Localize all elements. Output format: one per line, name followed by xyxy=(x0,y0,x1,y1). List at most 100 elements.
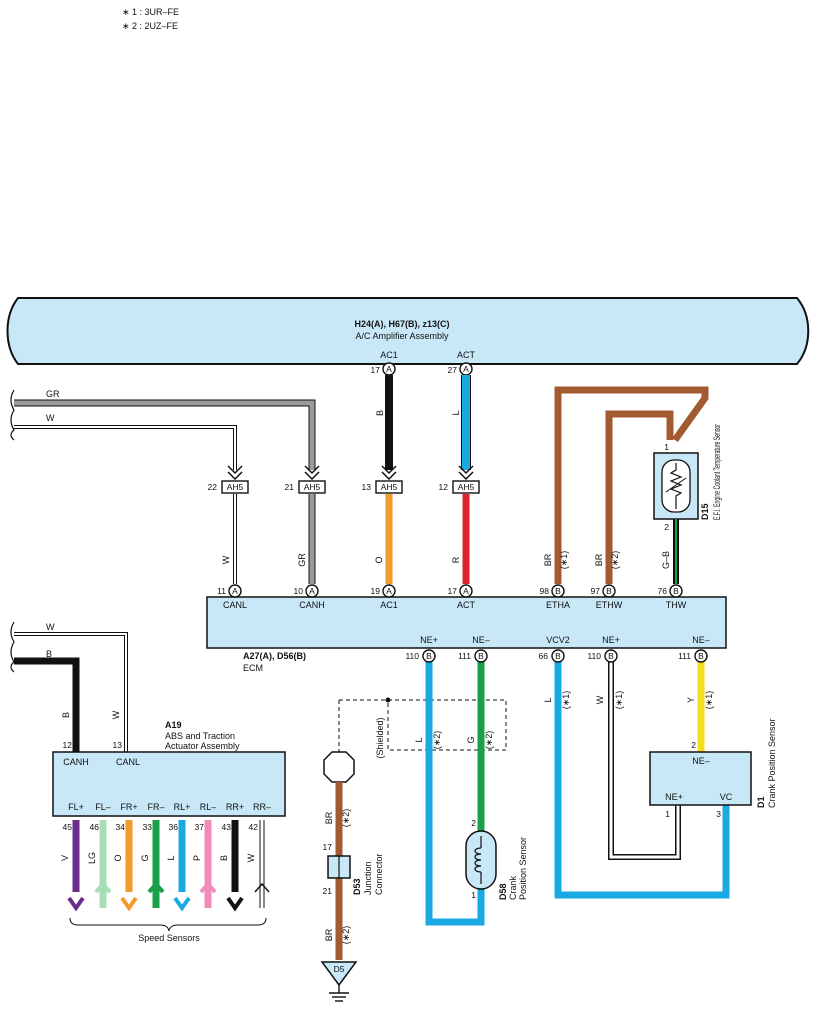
ac1-ecm-wire-color: O xyxy=(374,556,384,563)
svg-text:B: B xyxy=(608,651,614,661)
arrow-up-icon xyxy=(147,880,165,894)
abs-pin-number: 42 xyxy=(249,822,259,832)
ecm-bottom-pin-4: B 110 xyxy=(587,649,618,663)
d58-crank-sensor xyxy=(465,830,497,890)
ecm-bottom-pin-3: B 66 xyxy=(539,649,565,663)
ecm-code: A27(A), D56(B) xyxy=(243,651,306,661)
svg-text:17: 17 xyxy=(448,586,458,596)
ne-plus-w-note: (∗1) xyxy=(614,691,624,710)
act-wire-color: L xyxy=(451,410,461,415)
ecm-bottom-pin-1: B 110 xyxy=(405,649,436,663)
ne-minus-y-note: (∗1) xyxy=(704,691,714,710)
svg-text:CANL: CANL xyxy=(223,600,247,610)
abs-sig-label: FR+ xyxy=(120,802,137,812)
ne-minus-y-wire-color: Y xyxy=(686,697,696,703)
ah5-connector-1: AH5 22 xyxy=(208,480,249,494)
ecm-top-pin-etha: B 98 ETHA xyxy=(540,584,570,610)
svg-text:A: A xyxy=(386,586,392,596)
abs-sig-label: FR– xyxy=(147,802,164,812)
vcv2-note: (∗1) xyxy=(561,691,571,710)
d15-pin2: 2 xyxy=(664,522,669,532)
d1-sig-right: VC xyxy=(720,792,733,802)
ecm-top-pin-canl: A 11 CANL xyxy=(217,584,247,610)
svg-text:76: 76 xyxy=(658,586,668,596)
abs-wire-color-label: L xyxy=(166,855,176,860)
wire-label-gr: GR xyxy=(46,389,60,399)
ecm-bot-sig-2: NE– xyxy=(472,635,490,645)
abs-wire-color-label: V xyxy=(60,855,70,861)
break-symbol-top xyxy=(10,389,15,441)
ac1-wire-color: B xyxy=(375,410,385,416)
abs-speed-sensor-wires: FL+45VFL–46LGFR+34OFR–33GRL+36LRL–37PRR+… xyxy=(60,802,271,912)
svg-text:B: B xyxy=(426,651,432,661)
shield-ground-octagon xyxy=(323,751,355,783)
svg-text:A: A xyxy=(232,586,238,596)
abs-pin-number: 33 xyxy=(143,822,153,832)
svg-text:THW: THW xyxy=(666,600,687,610)
ground-icon xyxy=(329,985,349,1002)
d1-pin2: 2 xyxy=(691,740,696,750)
svg-text:110: 110 xyxy=(405,651,419,661)
arrow-up-icon xyxy=(199,880,217,894)
ne-minus-note: (∗2) xyxy=(484,731,494,750)
ecm-bot-sig-3: VCV2 xyxy=(546,635,570,645)
d53-pin-top: 17 xyxy=(323,842,333,852)
abs-pin-number: 37 xyxy=(195,822,205,832)
d53-note-bot: (∗2) xyxy=(341,926,351,945)
abs-wire-color-label: W xyxy=(246,853,256,862)
wire-vcv2-blue xyxy=(554,662,730,899)
arrow-up-icon xyxy=(94,880,112,894)
ecm-top-pin-thw: B 76 THW xyxy=(658,584,687,610)
speed-sensors-brace xyxy=(69,917,267,932)
d1-sig-top: NE– xyxy=(692,756,710,766)
d1-sensor-box xyxy=(649,751,752,806)
abs-pin-number: 45 xyxy=(63,822,73,832)
shield-box xyxy=(387,699,507,751)
abs-sig-label: RL+ xyxy=(174,802,191,812)
wire-label-w-mid: W xyxy=(46,622,55,632)
chevron-arrows xyxy=(227,465,474,481)
ac-amp-code: H24(A), H67(B), z13(C) xyxy=(354,319,449,329)
ecm-top-pin-canh: A 10 CANH xyxy=(294,584,325,610)
d58-code: D58 xyxy=(498,883,508,900)
ah5-connector-2: AH5 21 xyxy=(285,480,326,494)
svg-text:111: 111 xyxy=(458,651,471,661)
svg-text:B: B xyxy=(698,651,704,661)
svg-text:B: B xyxy=(673,586,679,596)
wire-w-abs xyxy=(14,632,128,752)
abs-sig-canl: CANL xyxy=(116,757,140,767)
abs-sig-label: RR+ xyxy=(226,802,244,812)
abs-name1: ABS and Traction xyxy=(165,731,235,741)
svg-text:AH5: AH5 xyxy=(381,482,398,492)
ecm-top-pin-ethw: B 97 ETHW xyxy=(591,584,623,610)
d15-name: E.F.I. Engine Coolant Temperature Sensor xyxy=(712,424,722,520)
svg-text:B: B xyxy=(555,586,561,596)
abs-pin-13: 13 xyxy=(113,740,123,750)
abs-pin-12: 12 xyxy=(63,740,73,750)
note-2: ∗ 2 : 2UZ–FE xyxy=(122,21,178,31)
ac1-conn: A xyxy=(386,364,392,374)
wire-b-abs xyxy=(14,657,80,752)
ecm-box xyxy=(206,596,727,649)
svg-text:66: 66 xyxy=(539,651,549,661)
abs-canl-wire: W xyxy=(111,710,121,719)
d5-ground-triangle xyxy=(320,961,358,987)
svg-text:A: A xyxy=(463,586,469,596)
d58-name2: Position Sensor xyxy=(518,837,528,900)
arrow-down-icon xyxy=(67,896,85,912)
abs-wire-color-label: O xyxy=(113,854,123,861)
wire-ethw-brown xyxy=(605,410,674,584)
ne-minus-wire-color: G xyxy=(466,736,476,743)
svg-text:AC1: AC1 xyxy=(380,600,398,610)
d53-wire-color-bot: BR xyxy=(324,928,334,941)
svg-text:A: A xyxy=(309,586,315,596)
wire-gr-top xyxy=(14,399,316,470)
svg-text:11: 11 xyxy=(217,586,226,596)
wire-w-top xyxy=(14,425,237,470)
wire-label-w: W xyxy=(46,413,55,423)
abs-sig-canh: CANH xyxy=(63,757,89,767)
abs-actuator-box xyxy=(52,751,286,817)
svg-text:10: 10 xyxy=(294,586,304,596)
svg-text:97: 97 xyxy=(591,586,601,596)
